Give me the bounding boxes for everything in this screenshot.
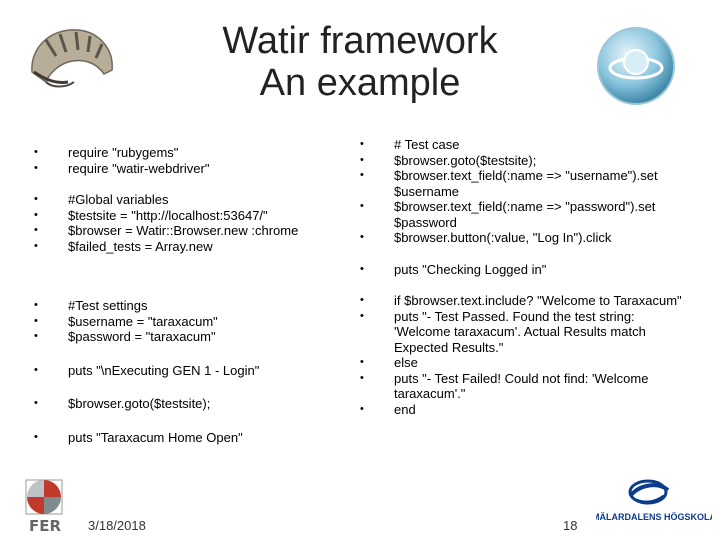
- right-group-1: •# Test case •$browser.goto($testsite); …: [360, 137, 690, 246]
- code-line: •puts "Taraxacum Home Open": [34, 429, 243, 445]
- slide-date: 3/18/2018: [88, 518, 146, 533]
- globe-logo-icon: [597, 27, 675, 105]
- code-line: •$testsite = "http://localhost:53647/": [34, 207, 268, 223]
- title-line-2: An example: [259, 62, 461, 104]
- right-code-column: •# Test case •$browser.goto($testsite); …: [360, 137, 690, 433]
- right-group-3: •if $browser.text.include? "Welcome to T…: [360, 293, 690, 417]
- left-group-6: •puts "Taraxacum Home Open": [34, 430, 364, 446]
- left-group-2: •#Global variables •$testsite = "http://…: [34, 192, 364, 254]
- left-code-column: •require "rubygems" •require "watir-webd…: [34, 145, 364, 461]
- university-logo-icon: MÄLARDALENS HÖGSKOLA: [596, 479, 712, 522]
- code-line: •puts "\nExecuting GEN 1 - Login": [34, 362, 260, 378]
- left-group-5: •$browser.goto($testsite);: [34, 396, 364, 412]
- code-line: •#Test settings: [34, 298, 148, 313]
- code-line: •if $browser.text.include? "Welcome to T…: [360, 293, 682, 308]
- code-line: •$browser.goto($testsite);: [34, 396, 211, 411]
- code-line: •#Global variables: [34, 192, 169, 207]
- code-line: •# Test case: [360, 137, 460, 152]
- code-line: •require "watir-webdriver": [34, 160, 210, 176]
- left-group-1: •require "rubygems" •require "watir-webd…: [34, 145, 364, 176]
- left-group-4: •puts "\nExecuting GEN 1 - Login": [34, 363, 364, 379]
- code-line: •$password = "taraxacum": [34, 329, 216, 344]
- code-line: •$browser.text_field(:name => "password"…: [360, 199, 656, 230]
- slide-title: Watir framework An example: [150, 20, 570, 104]
- title-line-1: Watir framework: [222, 20, 498, 62]
- code-line: •end: [360, 401, 416, 417]
- helmet-image: [31, 29, 113, 88]
- code-line: •puts "Checking Logged in": [360, 261, 547, 277]
- code-line: •$browser.button(:value, "Log In").click: [360, 230, 612, 245]
- fer-logo-icon: FER: [25, 479, 63, 534]
- svg-text:MÄLARDALENS HÖGSKOLA: MÄLARDALENS HÖGSKOLA: [596, 512, 712, 522]
- code-line: •$browser = Watir::Browser.new :chrome: [34, 223, 299, 238]
- code-line: •$browser.text_field(:name => "username"…: [360, 168, 658, 199]
- page-number: 18: [563, 518, 578, 533]
- svg-text:FER: FER: [29, 517, 61, 534]
- code-line: •require "rubygems": [34, 145, 179, 160]
- code-line: •$failed_tests = Array.new: [34, 238, 213, 254]
- code-line: • puts "- Test Failed! Could not find: '…: [360, 370, 649, 402]
- code-line: • puts "- Test Passed. Found the test st…: [360, 308, 646, 355]
- code-line: •$username = "taraxacum": [34, 313, 218, 329]
- right-group-2: •puts "Checking Logged in": [360, 262, 690, 278]
- code-line: •$browser.goto($testsite);: [360, 152, 537, 168]
- left-group-3: •#Test settings •$username = "taraxacum"…: [34, 298, 364, 345]
- code-line: •else: [360, 355, 418, 370]
